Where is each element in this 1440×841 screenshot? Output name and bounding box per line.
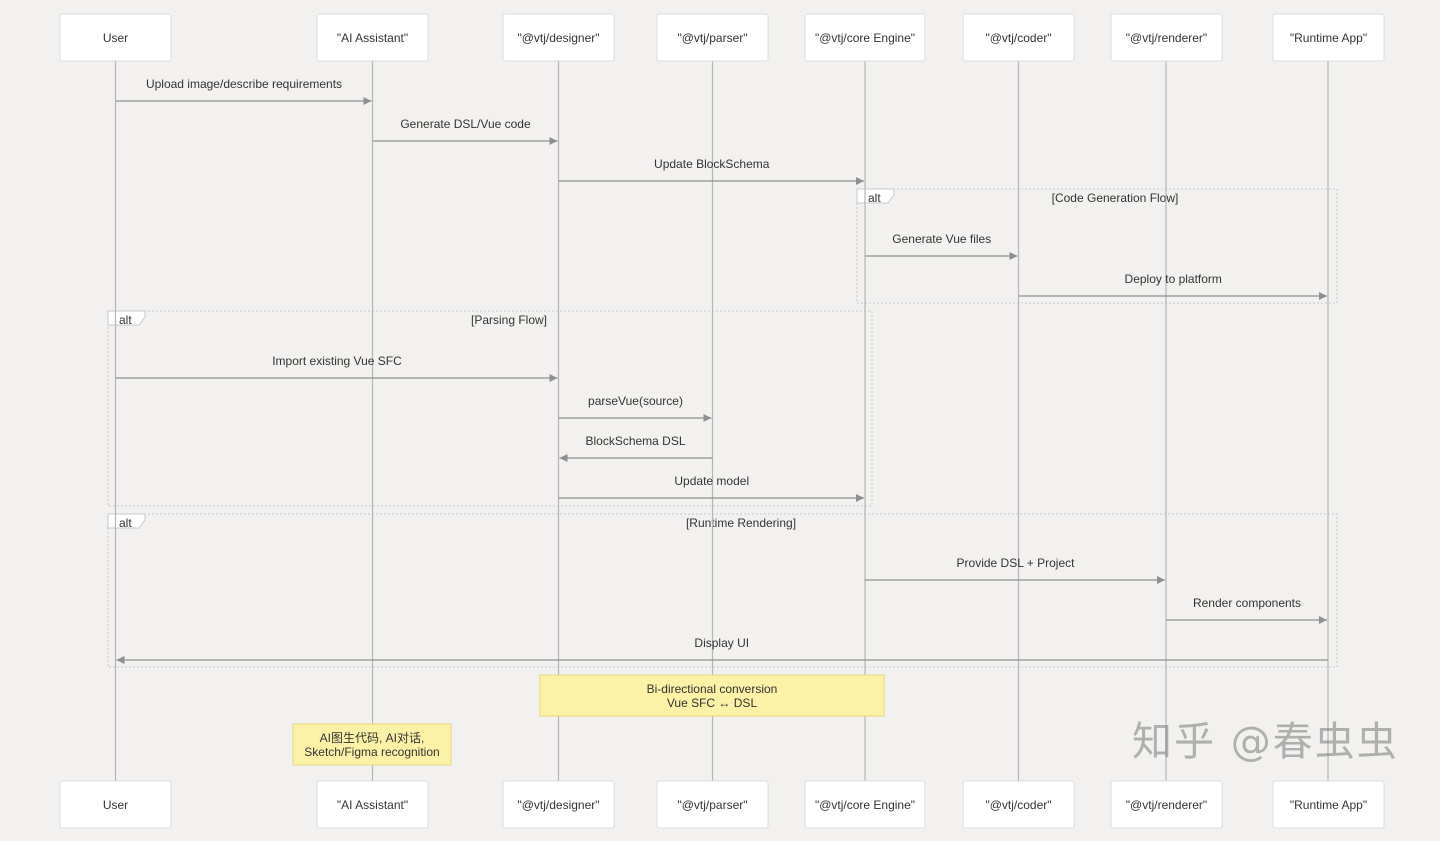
participant-label: "AI Assistant": [337, 31, 408, 45]
participant-top: "@vtj/renderer": [1110, 13, 1223, 62]
participant-label: "@vtj/renderer": [1126, 798, 1207, 812]
alt-condition: [Code Generation Flow]: [1052, 191, 1179, 205]
participant-bottom: "@vtj/renderer": [1110, 780, 1223, 829]
participant-top: "Runtime App": [1272, 13, 1385, 62]
participant-bottom: User: [59, 780, 172, 829]
participant-label: "@vtj/core Engine": [815, 31, 915, 45]
participant-label: "@vtj/coder": [985, 798, 1051, 812]
participant-box: [804, 780, 926, 829]
participant-box: [962, 780, 1075, 829]
message-label: Generate Vue files: [892, 232, 991, 246]
participant-label: "AI Assistant": [337, 798, 408, 812]
alt-block: alt [Code Generation Flow]: [856, 188, 1338, 304]
participant-box: [656, 13, 769, 62]
participant-label: "@vtj/parser": [677, 31, 747, 45]
note-line: Vue SFC ↔ DSL: [667, 696, 758, 710]
participant-bottom: "@vtj/parser": [656, 780, 769, 829]
participant-box: [1110, 780, 1223, 829]
message: Generate Vue files: [865, 232, 1018, 260]
participant-box: [502, 780, 615, 829]
note-line: Bi-directional conversion: [647, 682, 778, 696]
message: Deploy to platform: [1018, 272, 1327, 300]
message-label: parseVue(source): [588, 394, 683, 408]
participant-top: "@vtj/designer": [502, 13, 615, 62]
alt-block: alt [Runtime Rendering]: [107, 513, 1338, 668]
message: Display UI: [116, 636, 1328, 664]
message-label: Generate DSL/Vue code: [400, 117, 531, 131]
message-label: Update model: [674, 474, 749, 488]
alt-frame: [856, 188, 1338, 304]
note: AI图生代码, AI对话,Sketch/Figma recognition: [292, 723, 452, 766]
alt-condition: [Runtime Rendering]: [686, 516, 796, 530]
message-label: Import existing Vue SFC: [272, 354, 402, 368]
note-box: [292, 723, 452, 766]
message: Update BlockSchema: [558, 157, 864, 185]
participant-bottom: "@vtj/core Engine": [804, 780, 926, 829]
participant-top: "@vtj/parser": [656, 13, 769, 62]
participant-box: [316, 13, 429, 62]
participant-box: [962, 13, 1075, 62]
alt-tab: [856, 188, 895, 204]
participant-label: "@vtj/designer": [517, 31, 599, 45]
participant-box: [316, 780, 429, 829]
participant-top: "@vtj/coder": [962, 13, 1075, 62]
watermark: 知乎 @春虫虫: [1132, 719, 1399, 765]
note-line: AI图生代码, AI对话,: [320, 731, 425, 745]
participant-label: User: [103, 31, 128, 45]
participant-bottom: "@vtj/coder": [962, 780, 1075, 829]
participant-top: "AI Assistant": [316, 13, 429, 62]
message-label: Render components: [1193, 596, 1301, 610]
message: Render components: [1166, 596, 1327, 624]
participant-label: "@vtj/coder": [985, 31, 1051, 45]
message-label: Provide DSL + Project: [957, 556, 1076, 570]
message-label: BlockSchema DSL: [585, 434, 685, 448]
alt-keyword: alt: [868, 191, 881, 205]
participant-label: User: [103, 798, 128, 812]
participant-bottom: "Runtime App": [1272, 780, 1385, 829]
alt-frame: [107, 310, 873, 507]
message-label: Display UI: [694, 636, 749, 650]
participant-top: "@vtj/core Engine": [804, 13, 926, 62]
message: BlockSchema DSL: [559, 434, 713, 462]
message-label: Update BlockSchema: [654, 157, 770, 171]
participant-box: [1272, 780, 1385, 829]
participant-box: [1272, 13, 1385, 62]
participant-label: "Runtime App": [1290, 798, 1367, 812]
alt-tab: [107, 310, 146, 326]
participant-box: [59, 780, 172, 829]
participant-label: "@vtj/parser": [677, 798, 747, 812]
participant-bottom: "AI Assistant": [316, 780, 429, 829]
message: Upload image/describe requirements: [115, 77, 372, 105]
participant-label: "@vtj/core Engine": [815, 798, 915, 812]
participant-bottom: "@vtj/designer": [502, 780, 615, 829]
participant-box: [656, 780, 769, 829]
message: Update model: [558, 474, 864, 502]
alt-block: alt [Parsing Flow]: [107, 310, 873, 507]
participant-box: [1110, 13, 1223, 62]
participant-box: [502, 13, 615, 62]
note-box: [539, 674, 885, 717]
message: Import existing Vue SFC: [115, 354, 558, 382]
message: Generate DSL/Vue code: [372, 117, 558, 145]
message: Provide DSL + Project: [865, 556, 1165, 584]
alt-keyword: alt: [119, 313, 132, 327]
alt-tab: [107, 513, 146, 529]
message: parseVue(source): [558, 394, 712, 422]
participant-top: User: [59, 13, 172, 62]
alt-keyword: alt: [119, 516, 132, 530]
participant-label: "@vtj/designer": [517, 798, 599, 812]
message-label: Deploy to platform: [1125, 272, 1222, 286]
message-label: Upload image/describe requirements: [146, 77, 342, 91]
participant-label: "Runtime App": [1290, 31, 1367, 45]
alt-condition: [Parsing Flow]: [471, 313, 547, 327]
alt-frame: [107, 513, 1338, 668]
participant-label: "@vtj/renderer": [1126, 31, 1207, 45]
note-line: Sketch/Figma recognition: [304, 745, 439, 759]
participant-box: [59, 13, 172, 62]
participant-box: [804, 13, 926, 62]
